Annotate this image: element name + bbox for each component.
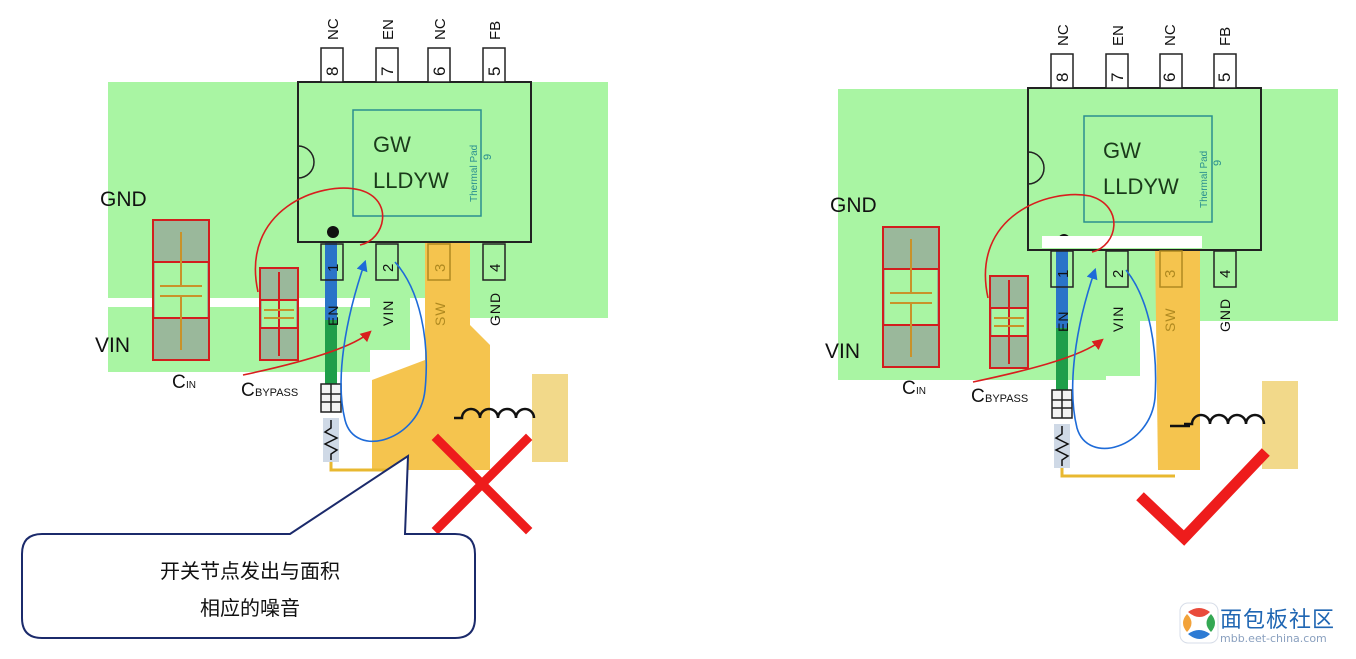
left-ic-marking-line-2: LLDYW bbox=[373, 168, 449, 193]
right-top-pin-6-number: 6 bbox=[1160, 73, 1179, 82]
right-ic-body bbox=[1027, 87, 1262, 251]
right-ic-marking-line-2: LLDYW bbox=[1103, 174, 1179, 199]
watermark-logo-icon bbox=[1179, 602, 1219, 644]
right-correct-mark bbox=[1136, 448, 1270, 546]
right-top-pin-7-number: 7 bbox=[1108, 73, 1127, 82]
right-top-pin-5-number: 5 bbox=[1215, 73, 1234, 82]
left-ic-body bbox=[297, 81, 532, 243]
left-bottom-pin-2-number: 2 bbox=[380, 264, 397, 272]
right-bottom-pin-1-number: 1 bbox=[1055, 270, 1072, 278]
left-gnd-label: GND bbox=[100, 188, 147, 211]
left-bottom-pin-1-name: EN bbox=[325, 305, 341, 326]
right-top-pin-6-name: NC bbox=[1162, 24, 1179, 46]
right-top-pin-7-name: EN bbox=[1110, 25, 1127, 46]
right-ic-notch bbox=[1027, 151, 1045, 185]
left-cin-capacitor bbox=[152, 219, 210, 361]
right-bottom-pin-1-name: EN bbox=[1055, 311, 1071, 332]
left-top-pins bbox=[320, 47, 506, 83]
left-inductor-symbol bbox=[454, 407, 536, 420]
left-top-pin-6-number: 6 bbox=[430, 67, 449, 76]
right-gnd-label: GND bbox=[830, 194, 877, 217]
left-cin-label-sub: IN bbox=[186, 380, 196, 391]
left-wrong-mark bbox=[431, 433, 533, 535]
left-bottom-pin-2-name: VIN bbox=[380, 300, 396, 326]
watermark: 面包板社区 mbb.eet-china.com bbox=[1178, 602, 1348, 648]
left-thermal-pad bbox=[352, 109, 482, 217]
left-bottom-pin-3-name: SW bbox=[432, 301, 448, 326]
right-cin-label-main: C bbox=[902, 378, 916, 399]
right-cin-capacitor bbox=[882, 226, 940, 368]
right-sw-copper bbox=[1155, 246, 1200, 470]
right-cbypass-label-sub: BYPASS bbox=[985, 393, 1028, 405]
left-red-current-arrow bbox=[242, 330, 372, 376]
left-cbypass-label-main: C bbox=[241, 380, 255, 401]
left-top-pin-7-name: EN bbox=[380, 19, 397, 40]
right-bottom-pin-4-name: GND bbox=[1217, 298, 1233, 332]
right-bottom-pin-4-number: 4 bbox=[1217, 270, 1234, 278]
left-thermal-pad-number: 9 bbox=[482, 154, 494, 160]
right-bottom-pin-3-name: SW bbox=[1162, 307, 1178, 332]
left-top-pin-5-name: FB bbox=[487, 21, 504, 40]
left-cin-label-main: C bbox=[172, 372, 186, 393]
right-fb-route bbox=[1060, 468, 1175, 478]
watermark-url: mbb.eet-china.com bbox=[1220, 632, 1327, 645]
right-top-pin-8-name: NC bbox=[1055, 24, 1072, 46]
left-pin1-dot bbox=[327, 226, 339, 238]
right-bottom-pin-3-number: 3 bbox=[1162, 270, 1179, 278]
right-vin-label: VIN bbox=[825, 340, 860, 363]
right-red-current-arrow bbox=[972, 338, 1104, 383]
right-bottom-pin-2-name: VIN bbox=[1110, 306, 1126, 332]
callout-line-1: 开关节点发出与面积 bbox=[160, 559, 340, 583]
left-top-pin-8-number: 8 bbox=[323, 67, 342, 76]
right-ic-marking-line-1: GW bbox=[1103, 138, 1141, 163]
left-small-capacitor bbox=[320, 383, 342, 413]
right-bottom-pins bbox=[1050, 250, 1237, 288]
watermark-title: 面包板社区 bbox=[1220, 608, 1336, 633]
left-thermal-pad-label: Thermal Pad bbox=[469, 145, 480, 202]
left-inductor-pad bbox=[532, 374, 568, 462]
right-ic-gap bbox=[1042, 236, 1202, 248]
left-ic-marking-line-1: GW bbox=[373, 132, 411, 157]
callout-line-2: 相应的噪音 bbox=[200, 596, 300, 620]
right-blue-current-loop bbox=[1071, 267, 1157, 450]
left-fb-route bbox=[329, 462, 400, 472]
left-cbypass-capacitor bbox=[259, 267, 299, 361]
left-top-pin-8-name: NC bbox=[325, 18, 342, 40]
left-blue-current-loop bbox=[340, 259, 428, 443]
left-bottom-pin-3-number: 3 bbox=[432, 264, 449, 272]
right-top-pin-5-name: FB bbox=[1217, 27, 1234, 46]
right-red-current-loop bbox=[984, 193, 1115, 299]
left-bottom-pin-4-number: 4 bbox=[487, 264, 504, 272]
left-top-pin-5-number: 5 bbox=[485, 67, 504, 76]
right-thermal-pad-number: 9 bbox=[1212, 160, 1224, 166]
right-small-capacitor bbox=[1051, 389, 1073, 419]
right-top-pin-8-number: 8 bbox=[1053, 73, 1072, 82]
left-top-pin-6-name: NC bbox=[432, 18, 449, 40]
left-bottom-pin-1-number: 1 bbox=[325, 264, 342, 272]
right-resistor bbox=[1054, 424, 1070, 468]
left-vin-label: VIN bbox=[95, 334, 130, 357]
right-inductor-symbol bbox=[1184, 413, 1266, 426]
right-cbypass-capacitor bbox=[989, 275, 1029, 369]
right-bottom-pin-2-number: 2 bbox=[1110, 270, 1127, 278]
noise-callout: 开关节点发出与面积 相应的噪音 bbox=[30, 553, 470, 627]
right-thermal-pad bbox=[1083, 115, 1213, 223]
left-red-current-loop bbox=[254, 187, 384, 293]
left-cbypass-label-sub: BYPASS bbox=[255, 387, 298, 399]
left-callout-bubble bbox=[21, 454, 476, 639]
left-top-pin-7-number: 7 bbox=[378, 67, 397, 76]
left-bottom-pin-4-name: GND bbox=[487, 292, 503, 326]
right-cin-label-sub: IN bbox=[916, 386, 926, 397]
left-resistor bbox=[323, 418, 339, 462]
right-cbypass-label-main: C bbox=[971, 386, 985, 407]
right-thermal-pad-label: Thermal Pad bbox=[1199, 151, 1210, 208]
left-ic-notch bbox=[297, 145, 315, 179]
right-top-pins bbox=[1050, 53, 1237, 89]
left-bottom-pins bbox=[320, 243, 506, 281]
